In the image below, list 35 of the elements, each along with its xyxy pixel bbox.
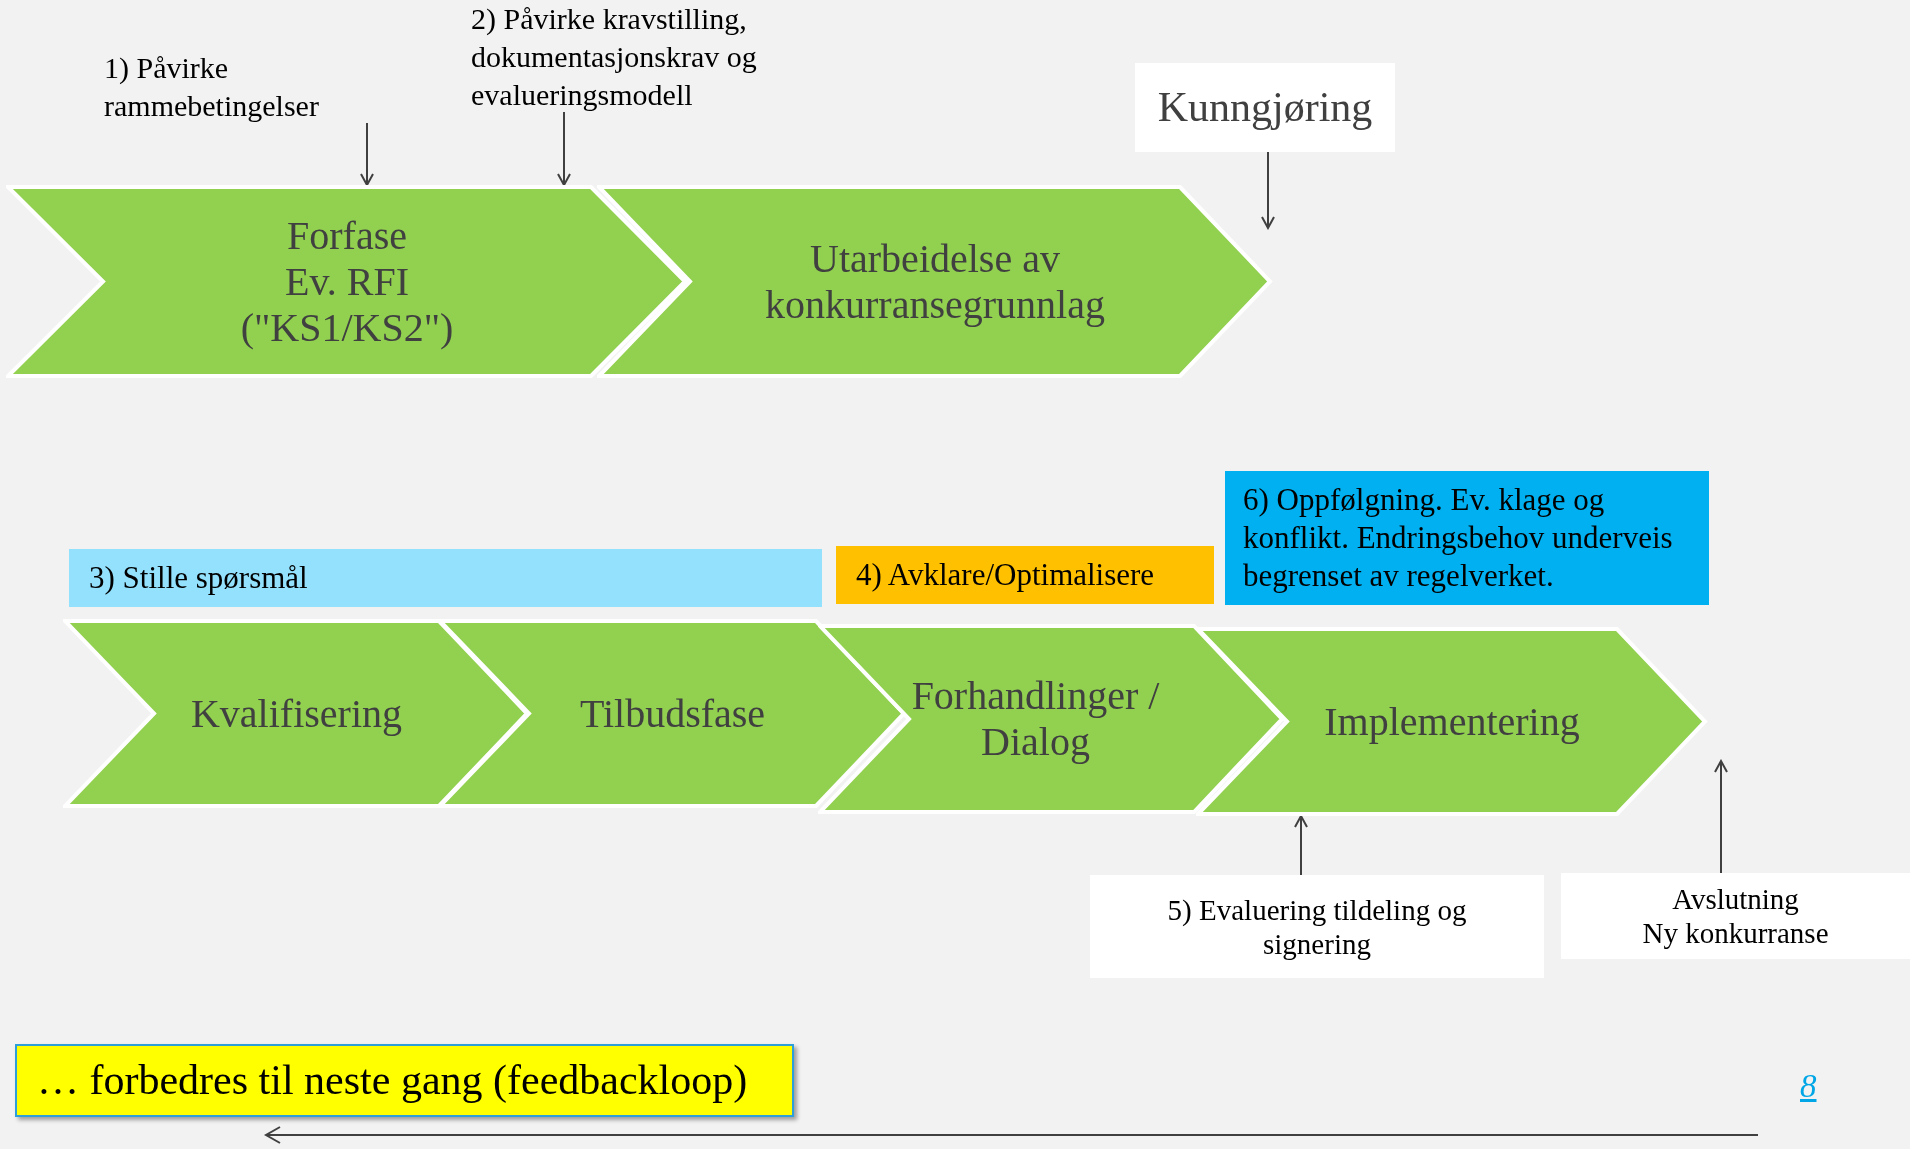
activity-band (1225, 471, 1709, 605)
box-label: 4) Avklare/Optimalisere (856, 555, 1155, 594)
box-label: Avslutning (1672, 882, 1799, 916)
box-label: … forbedres til neste gang (feedbackloop) (37, 1056, 748, 1105)
annotation-text: 2) Påvirke kravstilling, dokumentasjonskrav og evalueringsmodell (471, 0, 811, 114)
phase-label: Forfase (287, 212, 407, 259)
arrow (557, 111, 571, 186)
box-label: Ny konkurranse (1642, 916, 1829, 950)
milestone-box (1090, 875, 1544, 978)
process-step (1196, 627, 1708, 816)
process-step (818, 624, 1285, 814)
phase-label: Utarbeidelse av konkurransegrunnlag (764, 235, 1106, 328)
box-label: 5) Evaluering tildeling og signering (1166, 892, 1468, 961)
phase-label: Ev. RFI (284, 258, 410, 305)
milestone-box (1561, 873, 1910, 959)
annotation-text: 1) Påvirke rammebetingelser (104, 49, 384, 125)
phase-label: Tilbudsfase (579, 690, 766, 737)
phase-label: Implementering (1324, 698, 1580, 745)
note-box (15, 1044, 794, 1117)
process-step (597, 185, 1273, 378)
process-step (6, 185, 688, 378)
arrow (1714, 760, 1728, 876)
phase-label: Kvalifisering (190, 690, 403, 737)
milestone-box (1135, 63, 1395, 152)
box-label: 3) Stille spørsmål (89, 558, 308, 597)
box-label: 6) Oppfølgning. Ev. klage og konflikt. Endringsbehov underveis begrenset av regelverket. (1243, 481, 1674, 595)
activity-band (836, 546, 1214, 604)
phase-label: ("KS1/KS2") (240, 304, 454, 351)
arrow (360, 122, 374, 186)
process-step (438, 619, 907, 808)
arrow (1294, 815, 1308, 878)
phase-label: Forhandlinger / Dialog (910, 673, 1161, 765)
page-number-link: 8 (1800, 1067, 1817, 1106)
activity-band (69, 549, 822, 607)
box-label: Kunngjøring (1157, 83, 1373, 132)
